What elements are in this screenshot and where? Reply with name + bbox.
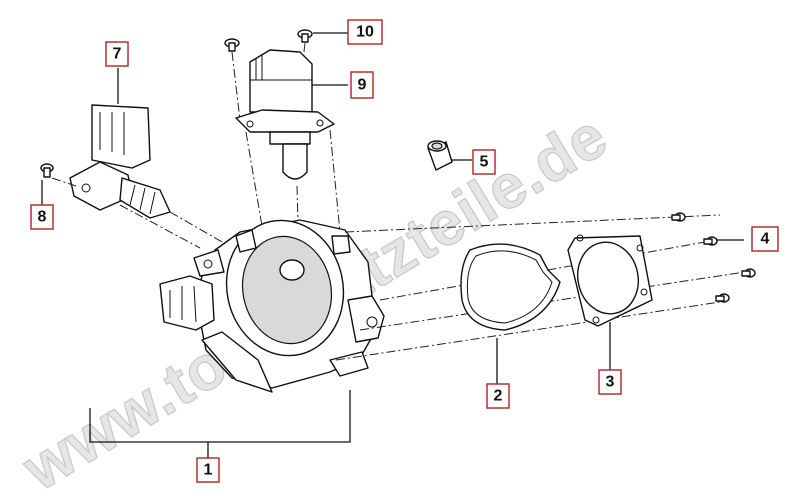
callout-1-label: 1 [204, 462, 213, 479]
o-ring-gasket [460, 243, 561, 331]
callout-7-label: 7 [113, 46, 122, 63]
centerline-lower [335, 301, 721, 361]
callout-3-label: 3 [606, 374, 615, 391]
callout-5-label: 5 [480, 154, 489, 171]
callout-8: 8 [30, 204, 54, 230]
callout-9-label: 9 [358, 77, 367, 94]
centerline-mid-lower [359, 271, 746, 331]
centerline-valve-center [296, 185, 299, 225]
centerline-screw-right [302, 42, 306, 61]
callout-4: 4 [751, 226, 779, 252]
callout-4-label: 4 [761, 231, 770, 248]
leader-1-bracket [89, 390, 351, 443]
screw-8 [40, 163, 54, 178]
centerline-screw-left [231, 51, 241, 121]
centerline-upper [344, 214, 721, 233]
screws-4 [671, 212, 756, 303]
callout-7: 7 [105, 41, 129, 67]
centerline-screw-8 [51, 177, 77, 187]
callout-3: 3 [598, 369, 622, 395]
centerline-sensor-lower [119, 204, 201, 249]
throttle-body [159, 219, 385, 393]
callout-1: 1 [196, 457, 220, 483]
callout-10-label: 10 [356, 24, 374, 41]
callout-2-label: 2 [494, 388, 503, 405]
screw-10-right [297, 29, 313, 43]
idle-control-valve [235, 49, 335, 180]
centerline-valve-right [329, 129, 341, 233]
callout-10: 10 [347, 19, 383, 45]
throttle-position-sensor [69, 104, 171, 219]
callout-2: 2 [486, 383, 510, 409]
centerline-valve-left [245, 131, 263, 227]
callout-5: 5 [472, 149, 496, 175]
callout-8-label: 8 [38, 209, 47, 226]
flange-gasket [567, 234, 653, 327]
screw-10-left [224, 38, 240, 52]
cap-part-5 [427, 140, 453, 171]
callout-9: 9 [350, 71, 374, 99]
